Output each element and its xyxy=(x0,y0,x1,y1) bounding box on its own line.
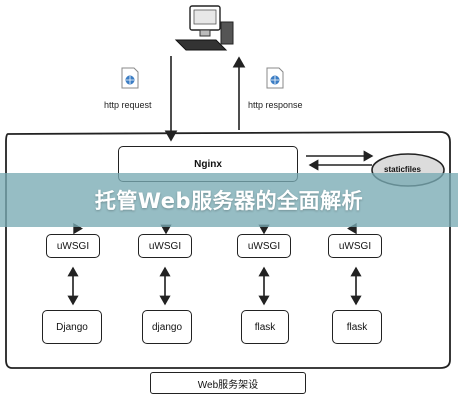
uwsgi-box: uWSGI xyxy=(237,234,291,258)
staticfiles-label: staticfiles xyxy=(384,165,421,174)
server-boundary xyxy=(5,131,451,369)
nginx-label: Nginx xyxy=(194,158,222,170)
app-box: django xyxy=(142,310,192,344)
app-box: flask xyxy=(241,310,289,344)
uwsgi-label: uWSGI xyxy=(56,240,90,252)
web-document-icon xyxy=(266,67,284,89)
app-box: flask xyxy=(332,310,382,344)
http-response-label: http response xyxy=(248,100,303,110)
caption-text: Web服务架设 xyxy=(197,379,259,391)
app-box: Django xyxy=(42,310,102,344)
banner-title: 托管Web服务器的全面解析 xyxy=(94,189,364,213)
uwsgi-box: uWSGI xyxy=(46,234,100,258)
app-label: flask xyxy=(254,321,276,333)
app-label: flask xyxy=(346,321,368,333)
uwsgi-box: uWSGI xyxy=(138,234,192,258)
computer-icon xyxy=(174,5,234,51)
uwsgi-label: uWSGI xyxy=(148,240,182,252)
app-label: django xyxy=(151,321,183,333)
uwsgi-label: uWSGI xyxy=(247,240,281,252)
web-document-icon xyxy=(121,67,139,89)
app-label: Django xyxy=(56,321,88,333)
http-request-label: http request xyxy=(104,100,152,110)
uwsgi-label: uWSGI xyxy=(338,240,372,252)
uwsgi-box: uWSGI xyxy=(328,234,382,258)
diagram-caption: Web服务架设 xyxy=(150,372,306,394)
title-banner: 托管Web服务器的全面解析 xyxy=(0,173,458,227)
